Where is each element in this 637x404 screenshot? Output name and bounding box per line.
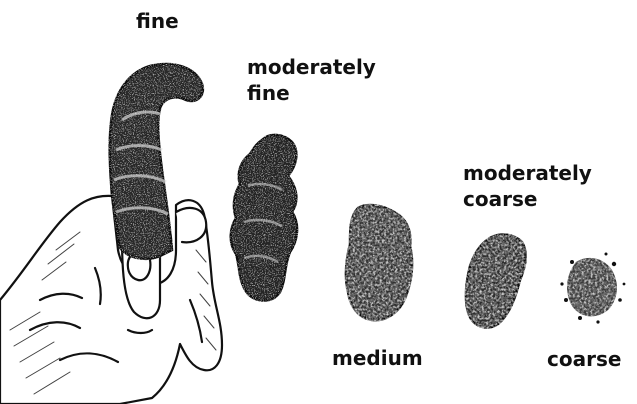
label-moderately-fine-line1: moderately <box>247 54 376 80</box>
medium-specimen <box>346 205 412 320</box>
label-moderately-fine: moderately fine <box>247 54 376 106</box>
hand-illustration <box>0 196 222 404</box>
label-moderately-coarse: moderately coarse <box>463 160 592 212</box>
label-coarse: coarse <box>547 346 621 372</box>
label-fine-text: fine <box>136 8 179 34</box>
label-moderately-fine-line2: fine <box>247 80 376 106</box>
moderately-fine-specimen <box>231 135 297 301</box>
label-coarse-text: coarse <box>547 346 621 372</box>
coarse-specimen <box>560 253 625 324</box>
moderately-coarse-specimen <box>466 235 526 328</box>
label-medium-text: medium <box>332 345 423 371</box>
label-moderately-coarse-line2: coarse <box>463 186 592 212</box>
label-medium: medium <box>332 345 423 371</box>
label-fine: fine <box>136 8 179 34</box>
label-moderately-coarse-line1: moderately <box>463 160 592 186</box>
